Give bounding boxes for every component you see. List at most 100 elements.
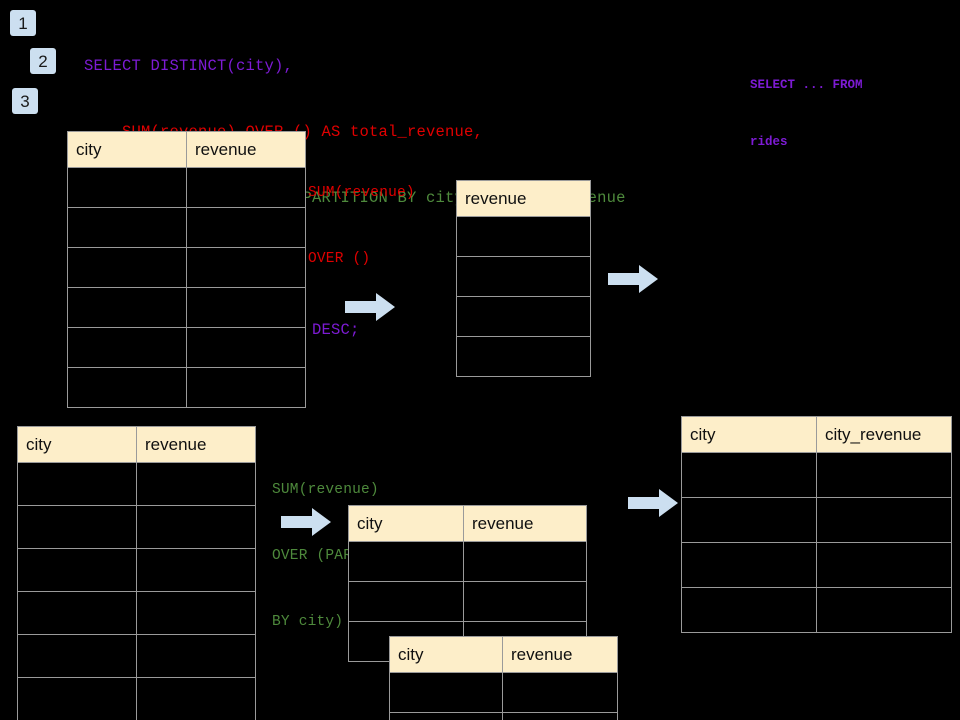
table-cell-revenue [136, 634, 256, 678]
table-cell-city [17, 462, 137, 506]
table-cell-revenue [186, 327, 306, 368]
table-cell-revenue [463, 581, 587, 622]
table-row [67, 167, 306, 208]
table-cell-city-revenue [816, 452, 952, 498]
table-cell-revenue [456, 256, 591, 297]
annotation-sum-over-empty: SUM(revenue) OVER () [308, 138, 415, 314]
table-row [348, 581, 587, 622]
table-row [17, 677, 256, 720]
column-header-city-revenue: city_revenue [816, 416, 952, 453]
table-cell-city [67, 287, 187, 328]
table-cell-revenue [186, 287, 306, 328]
column-header-revenue: revenue [186, 131, 306, 168]
table-cell-revenue [136, 462, 256, 506]
sql-line-1: SELECT DISTINCT(city), [84, 57, 294, 75]
table-cell-city-revenue [816, 497, 952, 543]
table-cell-city [389, 672, 503, 713]
table-cell-city [681, 497, 817, 543]
table-cell-revenue [456, 336, 591, 377]
table-row [681, 452, 952, 498]
table-row [389, 712, 618, 720]
table-cell-revenue [456, 216, 591, 257]
table-cell-city [348, 581, 464, 622]
arrow-right-icon [628, 489, 678, 517]
column-header-city: city [67, 131, 187, 168]
rides-source-table-top: city revenue [67, 131, 306, 408]
column-header-city: city [17, 426, 137, 463]
table-row [456, 336, 591, 377]
table-header-row: city revenue [348, 505, 587, 542]
table-cell-city [17, 677, 137, 720]
table-cell-city [681, 542, 817, 588]
table-cell-revenue [456, 296, 591, 337]
column-header-city: city [681, 416, 817, 453]
annotation-sum-over-partition-line1: SUM(revenue) [272, 482, 379, 498]
table-cell-city [67, 327, 187, 368]
table-row [67, 207, 306, 248]
table-cell-city [681, 587, 817, 633]
table-row [456, 216, 591, 257]
table-row [17, 634, 256, 678]
arrow-source-to-partition [281, 505, 331, 539]
table-cell-city [67, 207, 187, 248]
table-row [17, 462, 256, 506]
table-row [17, 505, 256, 549]
table-cell-city [67, 367, 187, 408]
table-row [17, 548, 256, 592]
annotation-sum-over-partition-line3: BY city) [272, 614, 344, 630]
table-cell-revenue [463, 541, 587, 582]
table-cell-revenue [136, 591, 256, 635]
table-cell-city [17, 591, 137, 635]
annotation-select-from-rides-line2: rides [750, 135, 788, 149]
table-header-row: city revenue [17, 426, 256, 463]
step-badge-3: 3 [12, 88, 38, 114]
table-cell-city-revenue [816, 587, 952, 633]
arrow-total-to-result [608, 262, 658, 296]
table-cell-city [681, 452, 817, 498]
annotation-select-from-rides: SELECT ... FROM rides [750, 38, 863, 190]
table-header-row: city revenue [67, 131, 306, 168]
column-header-city: city [389, 636, 503, 673]
table-cell-city [67, 247, 187, 288]
column-header-revenue: revenue [502, 636, 618, 673]
table-row [67, 247, 306, 288]
column-header-revenue: revenue [136, 426, 256, 463]
table-cell-city [389, 712, 503, 720]
arrow-right-icon [345, 293, 395, 321]
step-badge-2: 2 [30, 48, 56, 74]
final-result-table: city city_revenue [681, 416, 952, 633]
table-cell-revenue [186, 367, 306, 408]
rides-source-table-bottom: city revenue [17, 426, 256, 720]
table-row [681, 542, 952, 588]
table-header-row: revenue [456, 180, 591, 217]
table-cell-city [17, 505, 137, 549]
table-cell-revenue [502, 712, 618, 720]
table-row [681, 587, 952, 633]
table-cell-revenue [136, 677, 256, 720]
table-row [67, 287, 306, 328]
column-header-revenue: revenue [456, 180, 591, 217]
table-row [348, 541, 587, 582]
arrow-right-icon [281, 508, 331, 536]
annotation-select-from-rides-line1: SELECT ... FROM [750, 78, 863, 92]
table-row [456, 296, 591, 337]
table-cell-revenue [186, 247, 306, 288]
table-cell-revenue [186, 167, 306, 208]
table-header-row: city city_revenue [681, 416, 952, 453]
annotation-sum-over-empty-line2: OVER () [308, 251, 371, 267]
table-row [67, 327, 306, 368]
partition-group-table-front: city revenue [389, 636, 618, 720]
table-cell-city [348, 541, 464, 582]
step-badge-1: 1 [10, 10, 36, 36]
arrow-source-to-total [345, 290, 395, 324]
table-row [389, 672, 618, 713]
table-cell-city [67, 167, 187, 208]
arrow-right-icon [608, 265, 658, 293]
table-header-row: city revenue [389, 636, 618, 673]
table-cell-revenue [136, 548, 256, 592]
table-row [456, 256, 591, 297]
table-cell-city [17, 548, 137, 592]
column-header-revenue: revenue [463, 505, 587, 542]
table-row [681, 497, 952, 543]
